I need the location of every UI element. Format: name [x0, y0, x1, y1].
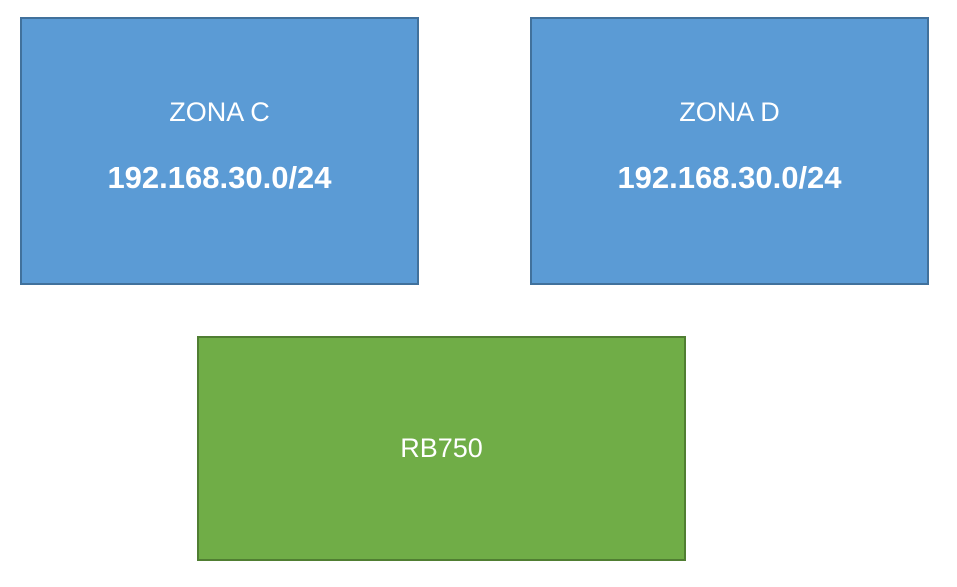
zone-c-subnet: 192.168.30.0/24 [107, 160, 332, 195]
zone-d-label: ZONA D [679, 97, 780, 127]
zone-c-box: ZONA C 192.168.30.0/24 [20, 17, 419, 285]
router-box: RB750 [197, 336, 686, 561]
zone-d-box: ZONA D 192.168.30.0/24 [530, 17, 929, 285]
zone-c-label: ZONA C [169, 97, 270, 127]
router-label: RB750 [400, 433, 483, 463]
zone-d-subnet: 192.168.30.0/24 [617, 160, 842, 195]
